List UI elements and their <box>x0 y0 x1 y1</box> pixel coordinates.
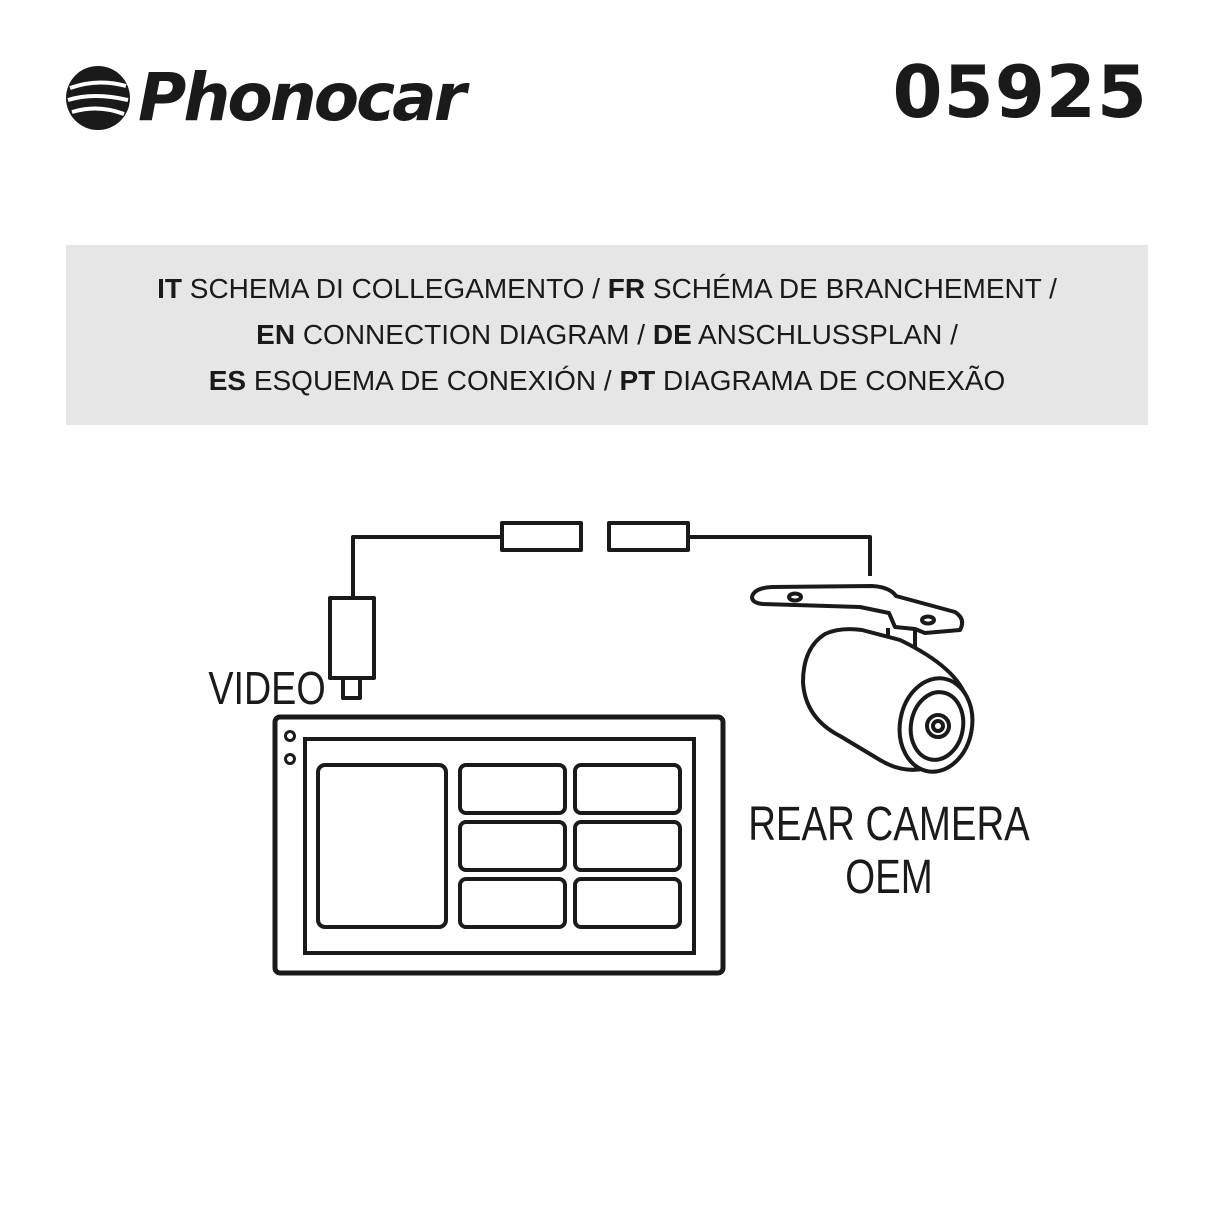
banner-line-2: EN CONNECTION DIAGRAM / DE ANSCHLUSSPLAN… <box>256 312 958 358</box>
lang-title: DIAGRAMA DE CONEXÃO <box>655 365 1006 396</box>
camera-cable <box>688 535 872 576</box>
camera-label-line1: REAR CAMERA <box>748 798 1030 851</box>
lang-title: SCHÉMA DE BRANCHEMENT / <box>645 273 1057 304</box>
screen-tile <box>458 763 567 815</box>
title-banner: IT SCHEMA DI COLLEGAMENTO / FR SCHÉMA DE… <box>66 245 1148 425</box>
screen-main-panel <box>316 763 448 929</box>
lang-code: IT <box>157 273 182 304</box>
lang-code: FR <box>607 273 646 304</box>
rear-camera-icon <box>750 584 975 774</box>
rca-connector-icon <box>328 596 376 700</box>
banner-line-3: ES ESQUEMA DE CONEXIÓN / PT DIAGRAMA DE … <box>209 358 1006 404</box>
screen-tile <box>573 877 682 929</box>
video-label: VIDEO <box>208 662 325 713</box>
camera-label-line2: OEM <box>845 851 932 904</box>
video-cable <box>351 535 502 598</box>
screen-tile <box>573 763 682 815</box>
lang-title: SCHEMA DI COLLEGAMENTO / <box>181 273 608 304</box>
lang-title: ANSCHLUSSPLAN / <box>691 319 958 350</box>
brand-name: Phonocar <box>138 59 466 136</box>
model-number: 05925 <box>892 50 1148 134</box>
screen-tile <box>458 820 567 872</box>
cable-connector-left <box>500 521 583 552</box>
lang-code: ES <box>208 365 247 396</box>
phonocar-logo-icon <box>66 66 130 130</box>
screen-tile <box>573 820 682 872</box>
head-unit-icon <box>272 714 726 976</box>
brand-logo: Phonocar <box>64 59 466 136</box>
banner-line-1: IT SCHEMA DI COLLEGAMENTO / FR SCHÉMA DE… <box>157 266 1057 312</box>
lang-code: PT <box>619 365 656 396</box>
screen-tile <box>458 877 567 929</box>
cable-connector-right <box>607 521 690 552</box>
lang-code: DE <box>652 319 692 350</box>
lang-code: EN <box>256 319 296 350</box>
lang-title: CONNECTION DIAGRAM / <box>295 319 653 350</box>
lang-title: ESQUEMA DE CONEXIÓN / <box>246 365 620 396</box>
